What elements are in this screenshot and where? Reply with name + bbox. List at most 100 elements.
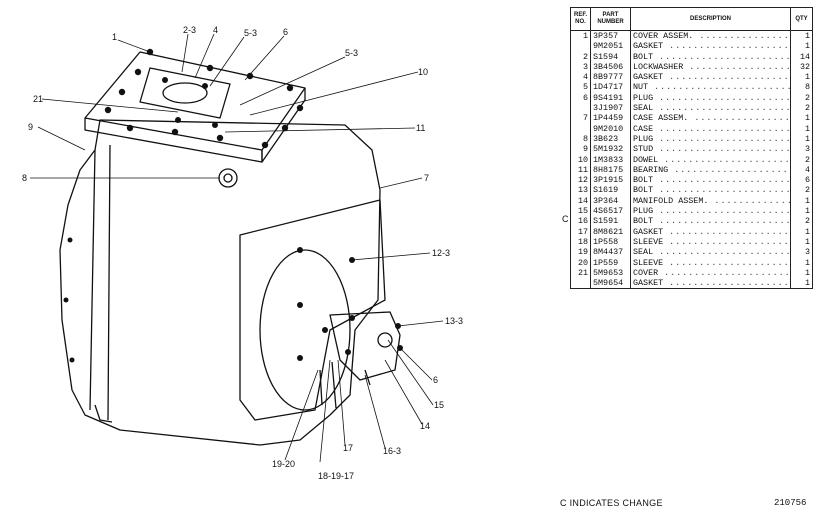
qty-cell-text: 2	[804, 154, 810, 165]
qty-cell-text: 1	[804, 72, 810, 83]
part-number-cell: 8H8175	[590, 164, 631, 176]
qty-cell-text: 1	[804, 257, 810, 268]
qty-cell-text: 8	[804, 82, 810, 93]
part-number-cell-text: 9S4191	[593, 92, 624, 103]
ref-cell-text: 13	[577, 185, 588, 196]
qty-cell: 1	[790, 72, 813, 83]
dot-leader: ........................................…	[689, 61, 789, 72]
part-number-cell-text: 3B4506	[593, 61, 624, 72]
description-cell: BOLT ...................................…	[630, 51, 791, 62]
change-indicator: C	[562, 214, 569, 224]
dot-leader: ........................................…	[669, 72, 791, 83]
callout-label: 2-3	[183, 25, 196, 35]
qty-cell-text: 4	[804, 164, 810, 175]
exploded-parts-diagram: 1 2-3 4 5-3 6 5-3 10 21 11 9 8 7 12-3 13…	[22, 25, 463, 481]
part-number-cell-text: 8M8621	[593, 226, 624, 237]
ref-cell-text: 1	[582, 31, 588, 41]
part-number-cell: 3B623	[590, 133, 631, 145]
description-cell-text: NUT	[633, 82, 649, 93]
part-number-cell: 3B4506	[590, 61, 631, 73]
ref-cell: 7	[570, 113, 591, 124]
part-number-cell: 1P4459	[590, 113, 631, 124]
part-number-cell: 5M1932	[590, 144, 631, 155]
ref-cell: 9	[570, 144, 591, 155]
ref-cell: 19	[570, 247, 591, 258]
part-number-cell: 8B9777	[590, 72, 631, 83]
description-cell-text: PLUG	[633, 92, 654, 103]
ref-cell: 13	[570, 185, 591, 196]
callout-label: 12-3	[432, 248, 450, 258]
header-description: DESCRIPTION	[630, 7, 791, 31]
part-number-cell-text: 1M3833	[593, 154, 624, 165]
qty-cell: 1	[790, 278, 813, 290]
header-part-number: PART NUMBER	[590, 7, 631, 31]
qty-cell: 1	[790, 257, 813, 268]
callout-label: 13-3	[445, 316, 463, 326]
qty-cell: 2	[790, 92, 813, 104]
description-cell-text: PLUG	[633, 206, 654, 217]
case-illustration: 1 2-3 4 5-3 6 5-3 10 21 11 9 8 7 12-3 13…	[22, 25, 463, 481]
ref-cell-text: 12	[577, 175, 588, 186]
ref-cell: 11	[570, 164, 591, 176]
callout-label: 19-20	[272, 459, 295, 469]
qty-cell: 6	[790, 175, 813, 186]
qty-cell-text: 1	[804, 133, 810, 144]
qty-cell: 1	[790, 30, 813, 42]
part-number-cell-text: 8B9777	[593, 72, 624, 83]
qty-cell: 2	[790, 154, 813, 165]
description-cell: BOLT ...................................…	[630, 216, 791, 227]
dot-leader: ........................................…	[669, 278, 791, 289]
qty-cell-text: 1	[804, 195, 810, 206]
qty-cell: 4	[790, 164, 813, 176]
part-number-cell: S1591	[590, 216, 631, 227]
ref-cell-text: 16	[577, 216, 588, 227]
description-cell: CASE ...................................…	[630, 123, 791, 134]
description-cell: CASE ASSEM. ............................…	[630, 113, 791, 124]
qty-cell-text: 1	[804, 267, 810, 278]
description-cell: LOCKWASHER .............................…	[630, 61, 791, 73]
part-number-cell-text: 8M4437	[593, 247, 624, 258]
ref-cell-text: 6	[582, 92, 588, 103]
part-number-cell: 1P559	[590, 257, 631, 268]
qty-cell-text: 1	[804, 113, 810, 124]
part-number-cell-text: 1P559	[593, 257, 619, 268]
ref-cell-text: 11	[577, 164, 588, 175]
header-qty: QTY	[790, 7, 813, 31]
description-cell-text: STUD	[633, 144, 654, 155]
part-number-cell: 3P1915	[590, 175, 631, 186]
qty-cell: 1	[790, 195, 813, 207]
part-number-cell: 1P558	[590, 236, 631, 248]
description-cell-text: GASKET	[633, 226, 664, 237]
part-number-cell: 5M9654	[590, 278, 631, 290]
qty-cell: 1	[790, 206, 813, 217]
ref-cell-text: 20	[577, 257, 588, 268]
qty-cell-text: 2	[804, 103, 810, 114]
qty-cell: 32	[790, 61, 813, 73]
part-number-cell: 5M9653	[590, 267, 631, 279]
qty-cell: 1	[790, 41, 813, 52]
description-cell-text: DOWEL	[633, 154, 659, 165]
description-cell-text: GASKET	[633, 278, 664, 289]
ref-cell: 6	[570, 92, 591, 104]
description-cell: MANIFOLD ASSEM. ........................…	[630, 195, 791, 207]
description-cell: GASKET .................................…	[630, 226, 791, 237]
callout-label: 6	[433, 375, 438, 385]
ref-cell: 21	[570, 267, 591, 279]
description-cell: GASKET .................................…	[630, 41, 791, 52]
qty-cell-text: 1	[804, 206, 810, 217]
